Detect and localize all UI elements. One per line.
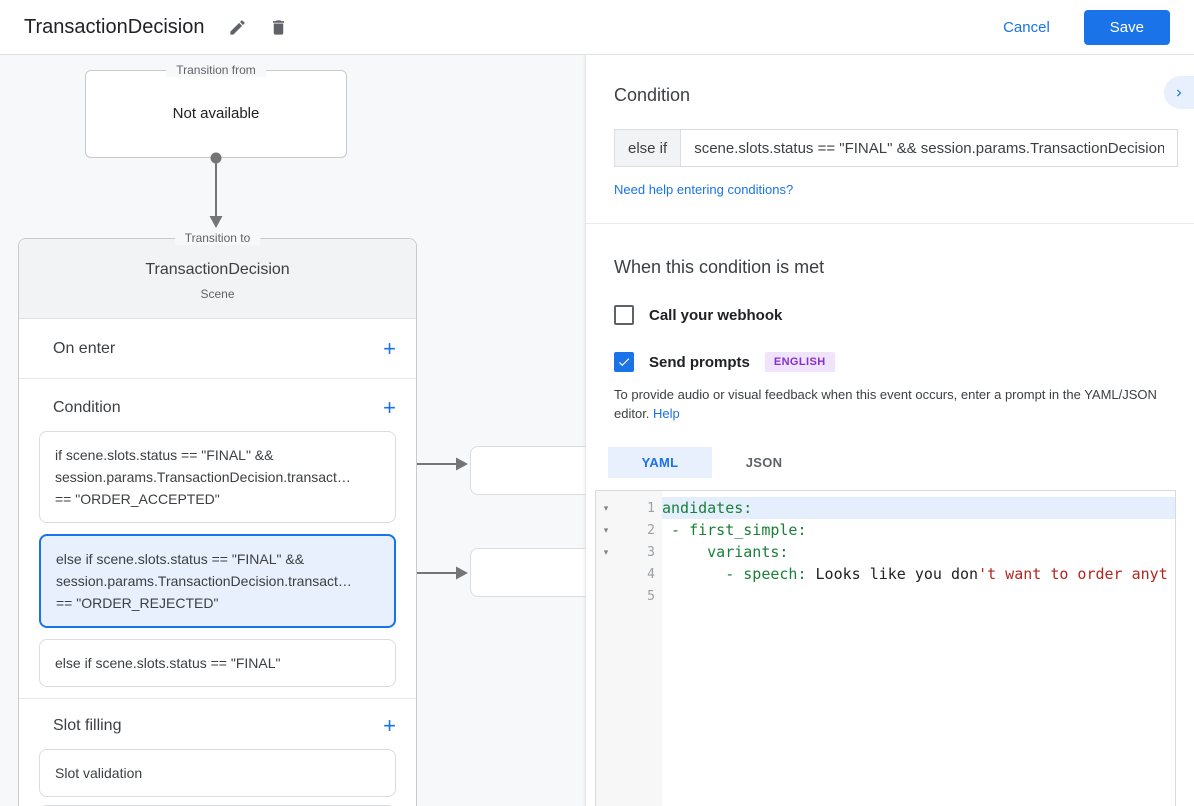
add-slot-button[interactable]: +	[383, 713, 396, 738]
condition-item-selected[interactable]: else if scene.slots.status == "FINAL" &&…	[39, 534, 396, 628]
flow-canvas: Transition from Not available Transition…	[0, 55, 1194, 806]
condition-items: if scene.slots.status == "FINAL" && sess…	[19, 431, 416, 687]
yaml-editor[interactable]: ▾ 1 ▾ 2 ▾ 3 4 5 andidates: - first_simple: vari…	[595, 490, 1176, 806]
delete-scene-button[interactable]	[263, 12, 294, 43]
condition-panel: Condition else if Need help entering con…	[585, 55, 1194, 806]
tab-yaml[interactable]: YAML	[608, 447, 712, 478]
check-icon	[618, 358, 630, 367]
panel-divider	[586, 223, 1194, 224]
line-number: 4	[647, 566, 655, 582]
panel-title: Condition	[614, 85, 691, 105]
line-number: 2	[647, 522, 655, 538]
transition-to-legend: Transition to	[174, 231, 261, 245]
down-arrow-connector	[209, 152, 223, 228]
main-area: Transition from Not available Transition…	[0, 55, 1194, 806]
code-line[interactable]: - speech: Looks like you don't want to o…	[662, 565, 1168, 583]
prompts-description: To provide audio or visual feedback when…	[614, 385, 1176, 423]
chevron-right-icon	[1177, 89, 1182, 96]
edit-scene-button[interactable]	[222, 12, 253, 43]
add-on-enter-button[interactable]: +	[383, 335, 396, 361]
trash-icon	[273, 19, 285, 35]
add-condition-button[interactable]: +	[383, 395, 396, 420]
call-webhook-label: Call your webhook	[649, 306, 783, 324]
scene-name: TransactionDecision	[145, 261, 290, 278]
collapse-panel-button[interactable]	[1164, 76, 1194, 109]
condition-section-row: Condition +	[19, 379, 416, 431]
language-badge: ENGLISH	[764, 352, 835, 372]
line-number: 5	[647, 588, 655, 604]
editor-gutter: ▾ 1 ▾ 2 ▾ 3 4 5	[596, 491, 662, 806]
on-enter-label: On enter	[53, 339, 116, 357]
top-bar: TransactionDecision Cancel Save	[0, 0, 1194, 55]
condition-section-label: Condition	[53, 399, 121, 416]
when-met-title: When this condition is met	[614, 257, 825, 277]
call-webhook-checkbox[interactable]	[614, 305, 634, 325]
line-number: 3	[647, 544, 655, 560]
save-button[interactable]: Save	[1083, 9, 1170, 45]
code-line[interactable]: variants:	[662, 543, 789, 561]
cancel-button[interactable]: Cancel	[1003, 18, 1050, 36]
webhook-row: Call your webhook	[614, 305, 1176, 325]
help-link[interactable]: Help	[653, 406, 680, 421]
editor-code[interactable]: andidates: - first_simple: variants: - s…	[662, 491, 1175, 806]
condition-item[interactable]: else if scene.slots.status == "FINAL"	[39, 639, 396, 687]
transition-from-box: Transition from Not available	[85, 63, 347, 158]
transition-target-box-1[interactable]	[470, 446, 600, 495]
condition-prefix-label: else if	[614, 129, 681, 167]
fold-toggle-icon[interactable]: ▾	[603, 546, 609, 557]
conditions-help-link[interactable]: Need help entering conditions?	[614, 182, 794, 197]
prompts-row: Send prompts ENGLISH	[614, 352, 1176, 372]
code-line[interactable]: - first_simple:	[662, 521, 807, 539]
send-prompts-label: Send prompts	[649, 353, 750, 371]
tab-json[interactable]: JSON	[712, 447, 816, 478]
slot-filling-label: Slot filling	[53, 717, 122, 734]
send-prompts-checkbox[interactable]	[614, 352, 634, 372]
transition-from-legend: Transition from	[166, 63, 266, 77]
transition-target-box-2[interactable]	[470, 548, 600, 597]
condition-input-group: else if	[614, 129, 1178, 167]
code-line[interactable]: andidates:	[662, 497, 1175, 519]
condition-item[interactable]: if scene.slots.status == "FINAL" && sess…	[39, 431, 396, 523]
card-divider	[19, 698, 416, 699]
slot-filling-row: Slot filling +	[19, 699, 416, 749]
fold-toggle-icon[interactable]: ▾	[603, 524, 609, 535]
pencil-icon	[230, 19, 246, 35]
on-enter-row[interactable]: On enter +	[19, 319, 416, 379]
scene-card: Transition to TransactionDecision Scene …	[18, 231, 417, 806]
prompts-description-text: To provide audio or visual feedback when…	[614, 387, 1157, 421]
scene-type: Scene	[200, 287, 235, 301]
line-number: 1	[647, 500, 655, 516]
condition-expression-input[interactable]	[680, 129, 1178, 167]
code-line[interactable]	[662, 585, 1175, 607]
slot-validation-item[interactable]: Slot validation	[39, 749, 396, 797]
fold-toggle-icon[interactable]: ▾	[603, 502, 609, 513]
editor-tabs: YAML JSON	[608, 447, 1194, 478]
transition-from-value: Not available	[172, 105, 260, 122]
slot-items: Slot validation	[19, 749, 416, 806]
page-title: TransactionDecision	[24, 15, 205, 38]
scene-card-header[interactable]: TransactionDecision Scene	[19, 239, 416, 319]
